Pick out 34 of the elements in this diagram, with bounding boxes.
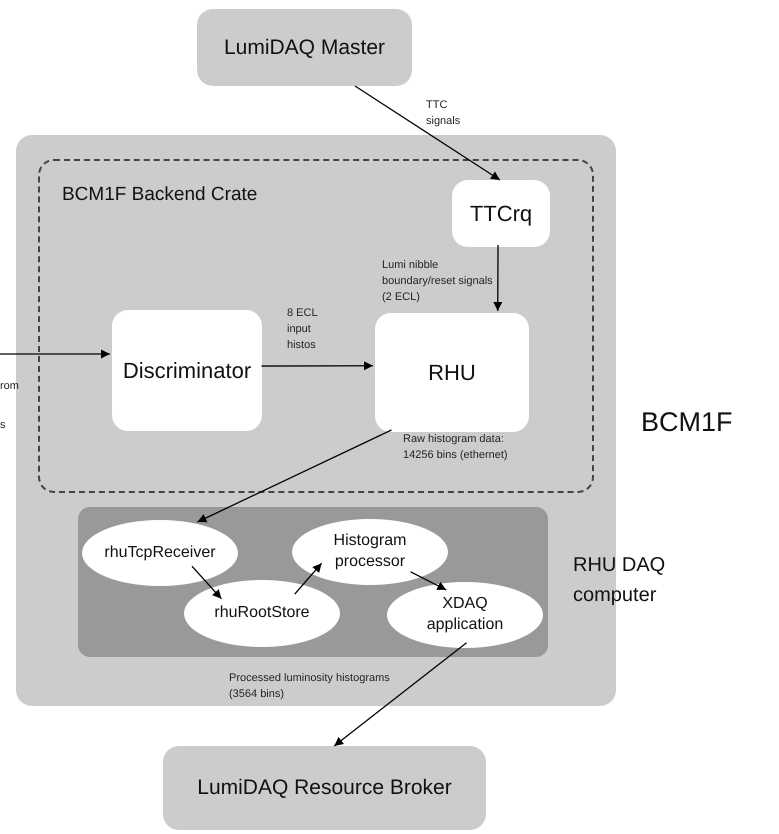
group-title: BCM1F Backend Crate xyxy=(62,183,258,207)
cut-off-text: rom xyxy=(0,379,19,394)
arrow xyxy=(410,571,447,590)
node-label: rhuTcpReceiver xyxy=(104,542,216,563)
arrow xyxy=(354,85,500,181)
node-label: rhuRootStore xyxy=(214,603,310,624)
edge-label: Raw histogram data: 14256 bins (ethernet) xyxy=(403,432,509,463)
arrow xyxy=(294,562,322,594)
module-box xyxy=(112,310,262,431)
node-label: TTCrq xyxy=(470,200,532,228)
system-box xyxy=(197,9,412,86)
crate-boundary xyxy=(38,159,594,493)
module-box xyxy=(452,180,550,247)
arrow xyxy=(192,566,222,600)
node-label: RHU xyxy=(428,359,476,387)
group-title: BCM1F xyxy=(641,406,733,439)
edge-label: 8 ECL input histos xyxy=(287,306,318,353)
cut-off-text: s xyxy=(0,418,6,433)
arrow xyxy=(197,429,392,523)
arrow xyxy=(493,245,502,311)
arrow xyxy=(334,642,467,747)
node-label: Histogram processor xyxy=(332,531,408,572)
node-label: LumiDAQ Resource Broker xyxy=(197,775,452,802)
arrow xyxy=(262,361,373,370)
edge-label: Lumi nibble boundary/reset signals (2 ECL) xyxy=(382,258,494,305)
module-box xyxy=(375,313,529,432)
system-box xyxy=(163,746,486,830)
node-label: XDAQ application xyxy=(426,594,504,635)
node-label: Discriminator xyxy=(122,357,252,385)
edge-label: TTC signals xyxy=(426,98,462,129)
node-label: LumiDAQ Master xyxy=(224,34,386,61)
arrow xyxy=(0,349,110,358)
edge-label: Processed luminosity histograms (3564 bins) xyxy=(229,671,391,702)
group-title: RHU DAQ computer xyxy=(573,553,666,608)
